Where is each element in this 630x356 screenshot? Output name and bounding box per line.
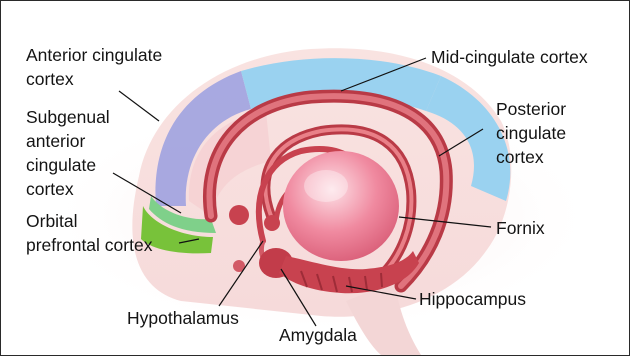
label-line: Orbital	[26, 209, 152, 233]
label-orbital-prefrontal-cortex: Orbital prefrontal cortex	[26, 209, 152, 257]
label-line: cortex	[496, 145, 566, 169]
label-line: Hypothalamus	[127, 306, 239, 330]
label-amygdala: Amygdala	[279, 323, 357, 347]
label-fornix: Fornix	[496, 216, 545, 240]
mammillary-body	[264, 215, 280, 231]
label-mid-cingulate-cortex: Mid-cingulate cortex	[431, 45, 588, 69]
label-anterior-cingulate-cortex: Anterior cingulate cortex	[26, 43, 162, 91]
label-line: Fornix	[496, 216, 545, 240]
label-subgenual-anterior-cingulate-cortex: Subgenual anterior cingulate cortex	[26, 105, 110, 201]
label-line: Anterior cingulate	[26, 43, 162, 67]
label-line: cingulate	[26, 153, 110, 177]
label-line: Hippocampus	[419, 287, 526, 311]
label-line: Posterior	[496, 97, 566, 121]
thalamus-shine	[304, 170, 348, 202]
label-line: cortex	[26, 177, 110, 201]
thalamus	[283, 151, 399, 261]
label-hypothalamus: Hypothalamus	[127, 306, 239, 330]
label-posterior-cingulate-cortex: Posterior cingulate cortex	[496, 97, 566, 169]
label-line: Subgenual	[26, 105, 110, 129]
label-line: anterior	[26, 129, 110, 153]
septal-nucleus	[229, 205, 249, 225]
label-line: Amygdala	[279, 323, 357, 347]
label-line: Mid-cingulate cortex	[431, 45, 588, 69]
label-line: cingulate	[496, 121, 566, 145]
label-line: cortex	[26, 67, 162, 91]
label-hippocampus: Hippocampus	[419, 287, 526, 311]
leader-anterior-cingulate	[119, 91, 159, 121]
label-line: prefrontal cortex	[26, 233, 152, 257]
